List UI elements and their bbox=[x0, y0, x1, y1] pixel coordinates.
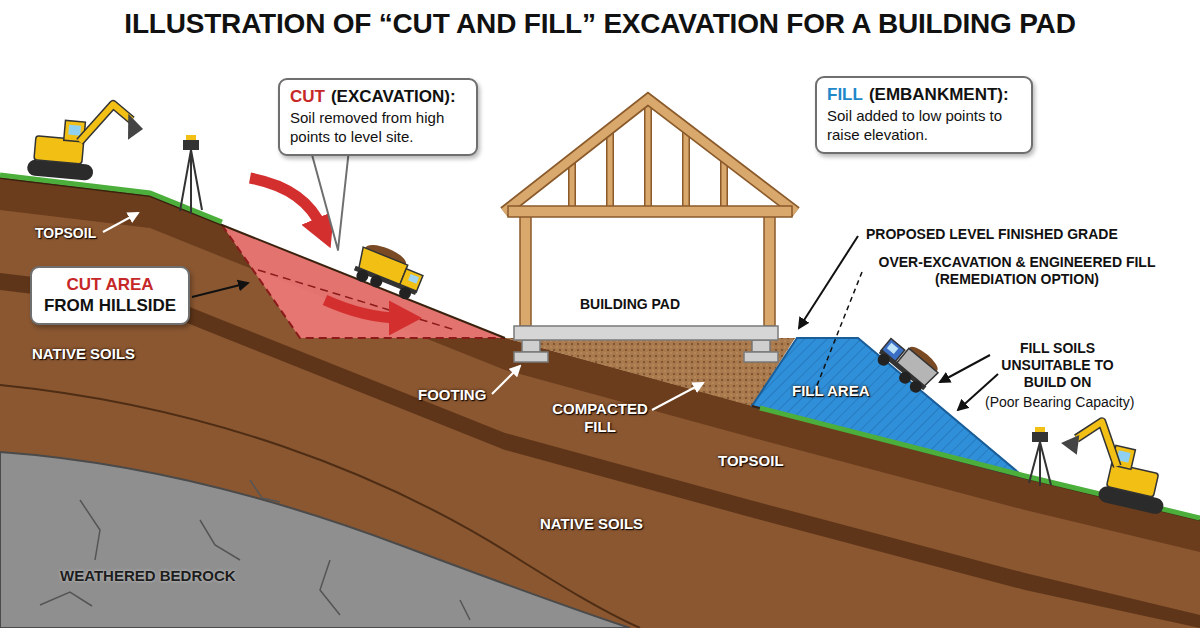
rock-crack bbox=[460, 600, 470, 620]
excavator-body bbox=[1106, 463, 1158, 497]
callout-keyword: FILL bbox=[827, 85, 863, 104]
truss-member bbox=[572, 104, 724, 207]
text-row: Soil added to low points to raise elevat… bbox=[827, 106, 1021, 144]
callout-keyword: CUT bbox=[290, 87, 325, 106]
callout-heading: CUT AREA bbox=[66, 275, 153, 294]
callout-tail bbox=[308, 140, 350, 250]
cut-arrow bbox=[250, 178, 322, 228]
survey-instrument bbox=[1032, 432, 1048, 442]
compacted-fill bbox=[505, 338, 795, 406]
callout-text: FROM HILLSIDE bbox=[44, 296, 176, 315]
survey-instrument bbox=[183, 140, 199, 150]
excavator-boom bbox=[1072, 417, 1126, 466]
dump-truck bbox=[874, 330, 943, 396]
callout-heading: (EXCAVATION): bbox=[331, 87, 456, 106]
compacted-fill-texture bbox=[505, 338, 795, 406]
ground bbox=[0, 178, 1200, 628]
leader-line bbox=[652, 383, 703, 410]
leader-line bbox=[799, 236, 858, 328]
layer-label: TOPSOIL bbox=[718, 452, 784, 470]
wheel bbox=[397, 285, 413, 301]
survey-instrument bbox=[186, 135, 196, 140]
callout-heading: (EMBANKMENT): bbox=[869, 85, 1009, 104]
rock-crack bbox=[200, 520, 240, 560]
note-label: FILL SOILS UNSUITABLE TO BUILD ON bbox=[995, 340, 1120, 391]
excavator-bucket bbox=[1059, 431, 1081, 455]
callout-text: Soil removed from high points to level s… bbox=[290, 109, 444, 145]
footing bbox=[744, 352, 778, 362]
text-row: Soil removed from high points to level s… bbox=[290, 108, 466, 146]
rock-crack bbox=[40, 592, 92, 606]
callout-text: Soil added to low points to raise elevat… bbox=[827, 107, 1002, 143]
excavator-boom bbox=[80, 102, 133, 146]
soil-stratum bbox=[0, 273, 1200, 628]
survey-instrument bbox=[1035, 427, 1045, 432]
wheel bbox=[875, 351, 892, 368]
top-plate bbox=[508, 206, 792, 217]
leader-line bbox=[940, 355, 990, 382]
callout-box: CUT AREA FROM HILLSIDE bbox=[30, 266, 190, 325]
footing bbox=[514, 352, 548, 362]
wheel bbox=[368, 274, 384, 290]
cab-window bbox=[887, 343, 898, 354]
ground-surface bbox=[0, 178, 505, 338]
area-label: BUILDING PAD bbox=[580, 296, 680, 313]
dump-truck bbox=[351, 240, 428, 303]
leader-line bbox=[103, 213, 138, 232]
part-label: COMPACTED FILL bbox=[545, 400, 655, 436]
excavator bbox=[27, 97, 145, 184]
layer-label: WEATHERED BEDROCK bbox=[60, 567, 236, 585]
area-label: FILL AREA bbox=[792, 382, 870, 400]
rock-crack bbox=[250, 480, 280, 502]
text-row: CUT AREA bbox=[38, 274, 182, 295]
cab-window bbox=[68, 125, 81, 136]
excavator-boom bbox=[1072, 417, 1126, 466]
text-row: CUT (EXCAVATION): bbox=[290, 86, 466, 108]
text-row: FROM HILLSIDE bbox=[38, 295, 182, 316]
wall-post bbox=[520, 212, 531, 326]
layer-label: NATIVE SOILS bbox=[32, 345, 135, 363]
note-label: PROPOSED LEVEL FINISHED GRADE bbox=[866, 226, 1118, 243]
note-label: (Poor Bearing Capacity) bbox=[985, 394, 1134, 411]
excavator bbox=[1050, 414, 1179, 516]
bedrock bbox=[0, 452, 630, 628]
tripod-leg bbox=[180, 150, 202, 214]
wheel bbox=[907, 378, 924, 395]
layer-label: NATIVE SOILS bbox=[540, 515, 643, 533]
ground-surface bbox=[752, 406, 1200, 520]
stratum-line bbox=[0, 385, 640, 628]
layer-label: TOPSOIL bbox=[35, 224, 96, 242]
fill-area-hatch bbox=[752, 338, 1025, 478]
rock-crack bbox=[80, 500, 100, 560]
grass bbox=[760, 408, 1200, 518]
cut-arrow bbox=[325, 300, 400, 318]
excavator-bucket bbox=[126, 114, 144, 141]
roof-rafter bbox=[504, 99, 796, 212]
note-label: OVER-EXCAVATION & ENGINEERED FILL (REMED… bbox=[862, 254, 1172, 288]
rock-crack bbox=[320, 560, 340, 615]
leader-line bbox=[812, 272, 862, 398]
text-row: FILL (EMBANKMENT): bbox=[827, 84, 1021, 106]
callout-box: CUT (EXCAVATION): Soil removed from high p… bbox=[278, 78, 478, 156]
leader-line bbox=[492, 366, 520, 394]
diagram-title: ILLUSTRATION OF “CUT AND FILL” EXCAVATIO… bbox=[0, 8, 1200, 40]
grass bbox=[0, 175, 222, 222]
tripod-leg bbox=[1029, 442, 1051, 486]
fill-area bbox=[752, 338, 1025, 478]
footing bbox=[752, 340, 770, 352]
truss-member bbox=[572, 104, 724, 207]
callout-box: FILL (EMBANKMENT): Soil added to low point… bbox=[815, 76, 1033, 154]
part-label: FOOTING bbox=[418, 386, 486, 404]
excavator-boom bbox=[80, 102, 133, 146]
wheel bbox=[355, 268, 371, 284]
cab-window bbox=[408, 274, 419, 284]
wall-post bbox=[764, 212, 775, 326]
slab bbox=[514, 326, 778, 340]
roof-rafter bbox=[504, 99, 796, 212]
footing bbox=[522, 340, 540, 352]
leader-line bbox=[192, 283, 248, 297]
